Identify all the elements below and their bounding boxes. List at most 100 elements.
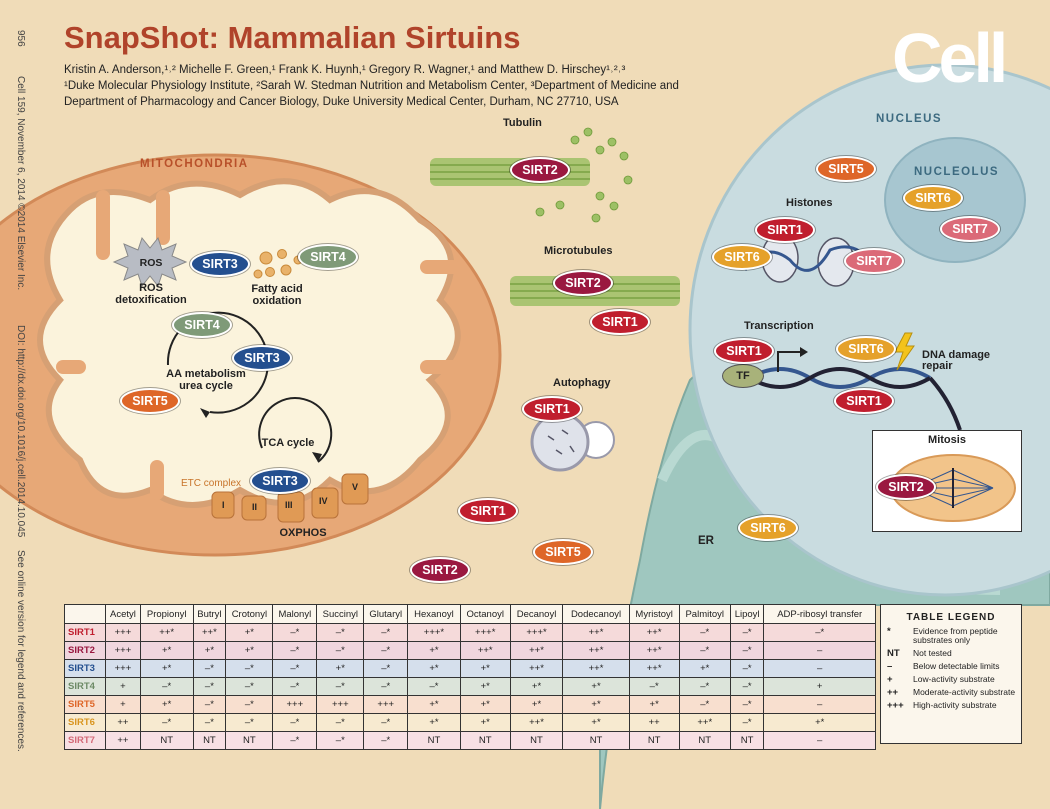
complex-ii: II: [252, 502, 258, 512]
dna-repair-label: repair: [922, 360, 953, 372]
column-header: [64, 604, 106, 624]
etc-complex-label: ETC complex: [181, 478, 242, 489]
complex-iii: III: [285, 500, 293, 510]
dna-helix: [748, 347, 962, 431]
table-cell: –*: [192, 695, 227, 714]
sirt2-microtubules: SIRT2: [553, 270, 613, 296]
table-cell: +*: [316, 659, 365, 678]
ros-detox-label-2: detoxification: [115, 294, 187, 306]
column-header: Acetyl: [105, 604, 141, 624]
transcription-factor: TF: [722, 364, 764, 388]
table-cell: +*: [459, 695, 511, 714]
table-cell: +*: [225, 641, 274, 660]
table-cell: +*: [763, 713, 876, 732]
table-cell: +++: [105, 659, 141, 678]
table-cell: +*: [139, 659, 194, 678]
table-cell: –*: [225, 713, 274, 732]
table-cell: +++: [363, 695, 409, 714]
table-cell: NT: [139, 731, 194, 750]
table-legend: TABLE LEGEND *Evidence from peptide subs…: [880, 604, 1022, 744]
column-header: Glutaryl: [363, 604, 409, 624]
table-cell: ++*: [192, 623, 227, 642]
sirt7-nucleolus: SIRT7: [940, 216, 1000, 242]
table-cell: –*: [272, 623, 318, 642]
legend-row: *Evidence from peptide substrates only: [887, 627, 1017, 645]
table-cell: NT: [729, 731, 765, 750]
side-citation: 956 Cell 159, November 6, 2014 ©2014 Els…: [6, 30, 28, 752]
nucleus-label: NUCLEUS: [876, 113, 943, 125]
column-header: ADP-ribosyl transfer: [763, 604, 876, 624]
urea-cycle-label: urea cycle: [179, 380, 233, 392]
table-cell: –*: [192, 713, 227, 732]
sirt6-nucleolus: SIRT6: [903, 185, 963, 211]
row-label: SIRT4: [64, 677, 106, 696]
table-cell: +*: [509, 677, 564, 696]
table-cell: +: [763, 677, 876, 696]
fatty-acid-label: Fatty acid: [251, 283, 303, 295]
table-cell: +*: [459, 677, 511, 696]
row-label: SIRT5: [64, 695, 106, 714]
table-cell: ++*: [509, 659, 564, 678]
column-header: Butryl: [192, 604, 227, 624]
legend-title: TABLE LEGEND: [906, 612, 996, 623]
table-cell: –*: [192, 677, 227, 696]
ros-starburst: [112, 236, 188, 288]
table-cell: +*: [678, 659, 731, 678]
page-number: 956: [15, 30, 26, 47]
table-cell: +*: [562, 677, 630, 696]
row-label: SIRT6: [64, 713, 106, 732]
table-cell: –*: [678, 677, 731, 696]
legend-row: ++Moderate-activity substrate: [887, 687, 1017, 698]
table-cell: –*: [316, 713, 365, 732]
row-label: SIRT7: [64, 731, 106, 750]
table-cell: –*: [225, 659, 274, 678]
table-cell: +*: [225, 623, 274, 642]
table-cell: +*: [407, 713, 461, 732]
sirt6-dna-repair: SIRT6: [836, 336, 896, 362]
doi-link[interactable]: DOI: http://dx.doi.org/10.1016/j.cell.20…: [15, 325, 26, 538]
table-cell: +*: [407, 659, 461, 678]
oxphos-label: OXPHOS: [279, 527, 327, 539]
sirt4-urea: SIRT4: [172, 312, 232, 338]
row-label: SIRT2: [64, 641, 106, 660]
table-cell: ++*: [678, 713, 731, 732]
table-cell: +*: [628, 695, 680, 714]
legend-text: Below detectable limits: [913, 661, 1000, 671]
sirt1-cytoplasm: SIRT1: [458, 498, 518, 524]
table-cell: –*: [192, 659, 227, 678]
microtubules-label: Microtubules: [544, 245, 613, 257]
table-cell: –*: [363, 677, 409, 696]
table-cell: –*: [272, 713, 318, 732]
table-cell: –*: [763, 623, 876, 642]
table-cell: NT: [562, 731, 630, 750]
legend-symbol: +++: [887, 700, 904, 711]
table-cell: –*: [729, 641, 765, 660]
legend-text: Low-activity substrate: [913, 674, 995, 684]
table-cell: NT: [407, 731, 461, 750]
legend-row: + Low-activity substrate: [887, 674, 1017, 685]
table-cell: +: [105, 677, 141, 696]
sirt2-mitosis: SIRT2: [876, 474, 936, 500]
ros-detox-label: ROS: [139, 282, 163, 294]
legend-text: Moderate-activity substrate: [913, 687, 1016, 697]
table-cell: +*: [407, 641, 461, 660]
legend-symbol: +: [887, 674, 893, 685]
ros-label: ROS: [139, 257, 163, 269]
affiliation-line-2: Department of Pharmacology and Cancer Bi…: [64, 96, 619, 108]
table-cell: ++*: [628, 623, 680, 642]
table-cell: ++*: [139, 623, 194, 642]
table-cell: +*: [459, 713, 511, 732]
table-cell: –*: [729, 623, 765, 642]
table-cell: –*: [225, 695, 274, 714]
table-cell: –*: [316, 623, 365, 642]
table-cell: –*: [678, 623, 731, 642]
table-row: SIRT5++*–*–*++++++++++*+*+*+*+*–*–*–: [64, 695, 876, 714]
sirt1-autophagy: SIRT1: [522, 396, 582, 422]
autophagy-label: Autophagy: [553, 377, 611, 389]
fatty-acid-label-2: oxidation: [252, 295, 302, 307]
table-row: SIRT6++–*–*–*–*–*–*+*+*++*+*++++*–*+*: [64, 713, 876, 732]
table-cell: NT: [678, 731, 731, 750]
dna-damage-bolt: [894, 332, 915, 371]
